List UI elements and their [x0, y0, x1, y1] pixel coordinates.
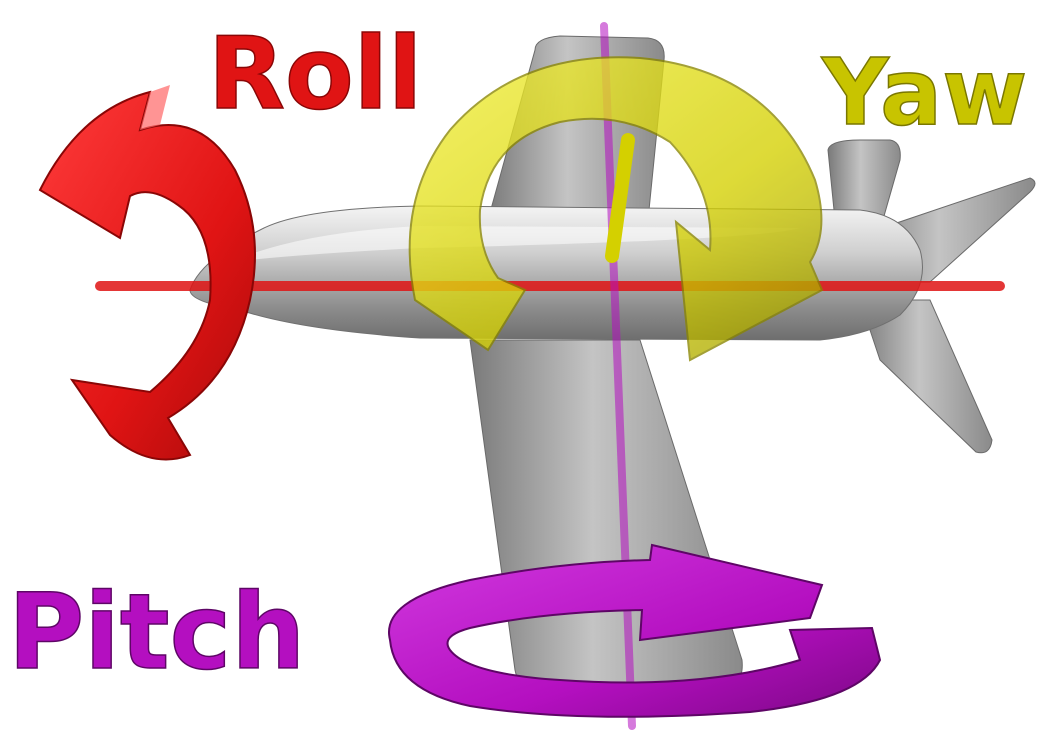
roll-arrow-icon	[40, 85, 255, 460]
yaw-label: Yaw	[821, 39, 1027, 146]
roll-label: Roll	[208, 15, 422, 132]
lower-wing	[470, 340, 742, 696]
pitch-label: Pitch	[8, 571, 305, 693]
